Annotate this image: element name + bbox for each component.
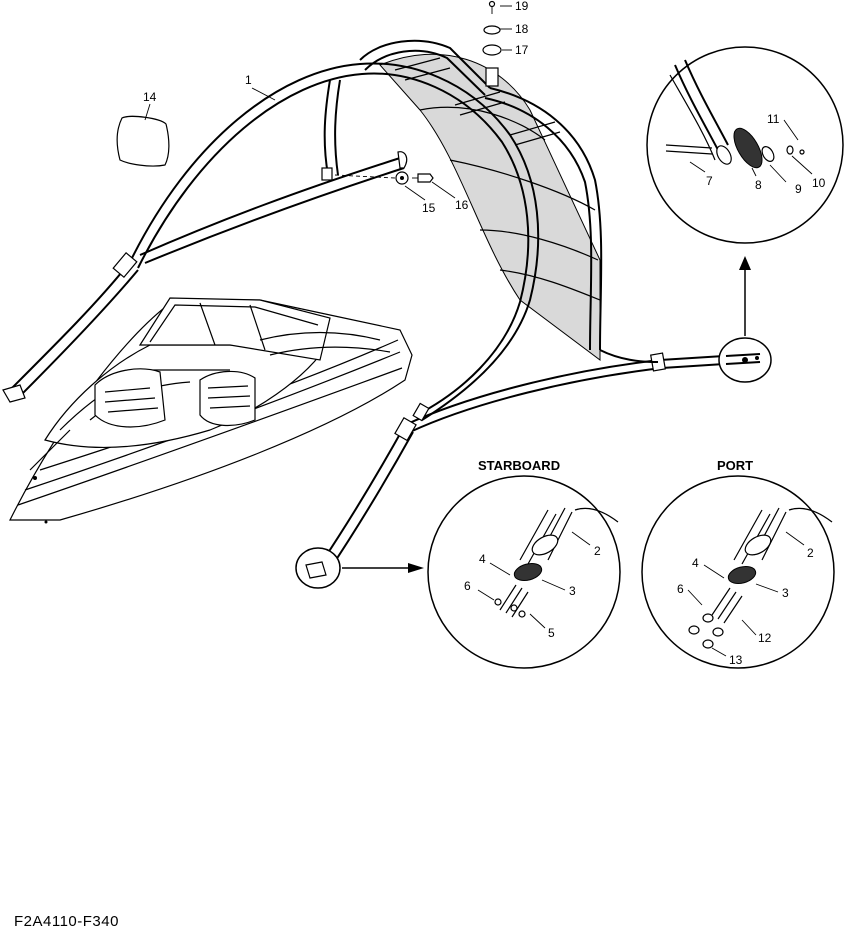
detail-circle-top — [646, 46, 844, 244]
callout-4-port: 4 — [692, 556, 699, 570]
callout-labels: 1 14 15 16 19 18 17 11 7 8 9 10 STARBOAR… — [143, 0, 826, 667]
boat-illustration — [9, 297, 413, 524]
callout-5: 5 — [548, 626, 555, 640]
callout-2-port: 2 — [807, 546, 814, 560]
arrow-to-top-detail — [718, 256, 772, 383]
callout-18: 18 — [515, 22, 529, 36]
detail-circle-port — [641, 475, 835, 669]
arrow-to-starboard-detail — [295, 547, 424, 589]
callout-1: 1 — [245, 73, 252, 87]
callout-16: 16 — [455, 198, 469, 212]
figure-id: F2A4110-F340 — [14, 913, 119, 930]
callout-6-port: 6 — [677, 582, 684, 596]
callout-10: 10 — [812, 176, 826, 190]
callout-7: 7 — [706, 174, 713, 188]
heading-port: PORT — [717, 458, 753, 473]
callout-3-port: 3 — [782, 586, 789, 600]
callout-13: 13 — [729, 653, 743, 667]
callout-14: 14 — [143, 90, 157, 104]
callout-17: 17 — [515, 43, 529, 57]
part-14-pad — [116, 103, 170, 167]
callout-19: 19 — [515, 0, 529, 13]
heading-starboard: STARBOARD — [478, 458, 560, 473]
tower-assembly — [2, 39, 741, 573]
callout-11: 11 — [767, 112, 780, 126]
callout-4-starboard: 4 — [479, 552, 486, 566]
callout-15: 15 — [422, 201, 436, 215]
fasteners-top — [334, 0, 512, 185]
callout-2-starboard: 2 — [594, 544, 601, 558]
callout-12: 12 — [758, 631, 772, 645]
callout-6-starboard: 6 — [464, 579, 471, 593]
callout-3-starboard: 3 — [569, 584, 576, 598]
callout-8: 8 — [755, 178, 762, 192]
callout-9: 9 — [795, 182, 802, 196]
detail-circle-starboard — [427, 475, 621, 669]
